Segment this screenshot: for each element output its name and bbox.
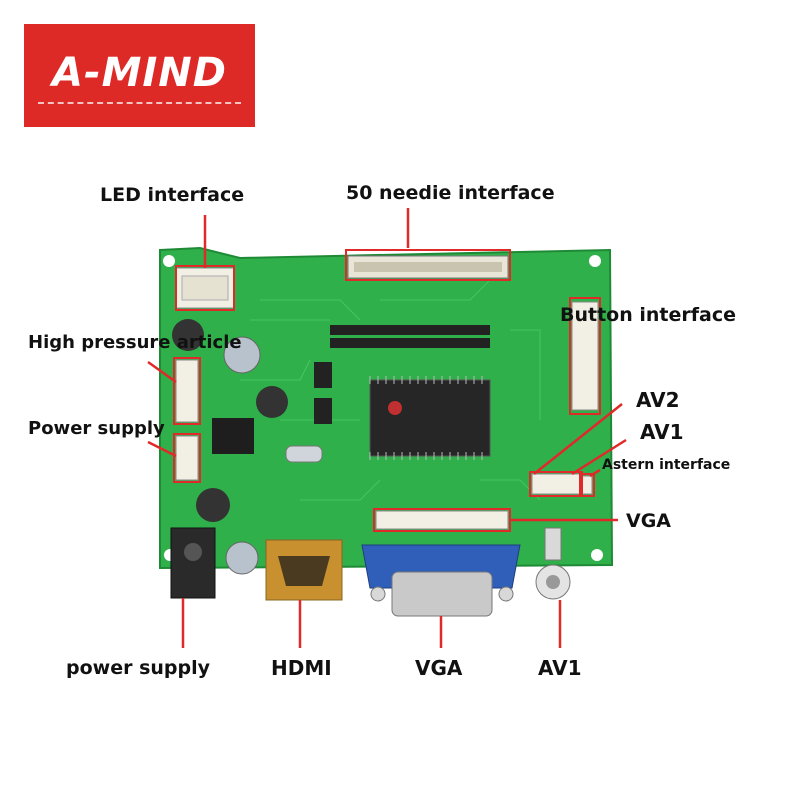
label-astern-interface: Astern interface: [602, 457, 731, 473]
label-vga-side: VGA: [626, 510, 672, 532]
label-power-supply-side: Power supply: [28, 418, 165, 439]
main-chip: [369, 376, 491, 460]
label-high-pressure: High pressure article: [28, 332, 242, 353]
logo-divider: [38, 102, 241, 104]
label-hdmi: HDMI: [271, 656, 332, 680]
label-av2: AV2: [636, 388, 680, 412]
fpc-connector: [347, 255, 509, 279]
label-power-supply-bottom: power supply: [66, 657, 211, 679]
callout-lines: [147, 208, 627, 648]
pin-header: [330, 325, 490, 348]
label-vga-bottom: VGA: [415, 656, 463, 680]
label-button-interface: Button interface: [560, 304, 736, 326]
label-av1-side: AV1: [640, 420, 684, 444]
components: [172, 319, 332, 575]
hdmi-port: [265, 539, 343, 601]
vga-port: [361, 544, 521, 617]
label-av1-bottom: AV1: [538, 656, 582, 680]
led-connector: [175, 267, 235, 309]
rca-port: [535, 527, 571, 600]
button-connector: [571, 301, 599, 411]
av-connectors: [531, 473, 593, 495]
vga-header: [375, 510, 509, 530]
label-led-interface: LED interface: [100, 184, 245, 206]
label-50-needle-interface: 50 needie interface: [346, 182, 555, 204]
brand-logo: A-MIND: [24, 24, 255, 127]
brand-name: A-MIND: [52, 50, 227, 96]
dc-jack: [170, 527, 216, 599]
left-connectors: [175, 359, 199, 481]
